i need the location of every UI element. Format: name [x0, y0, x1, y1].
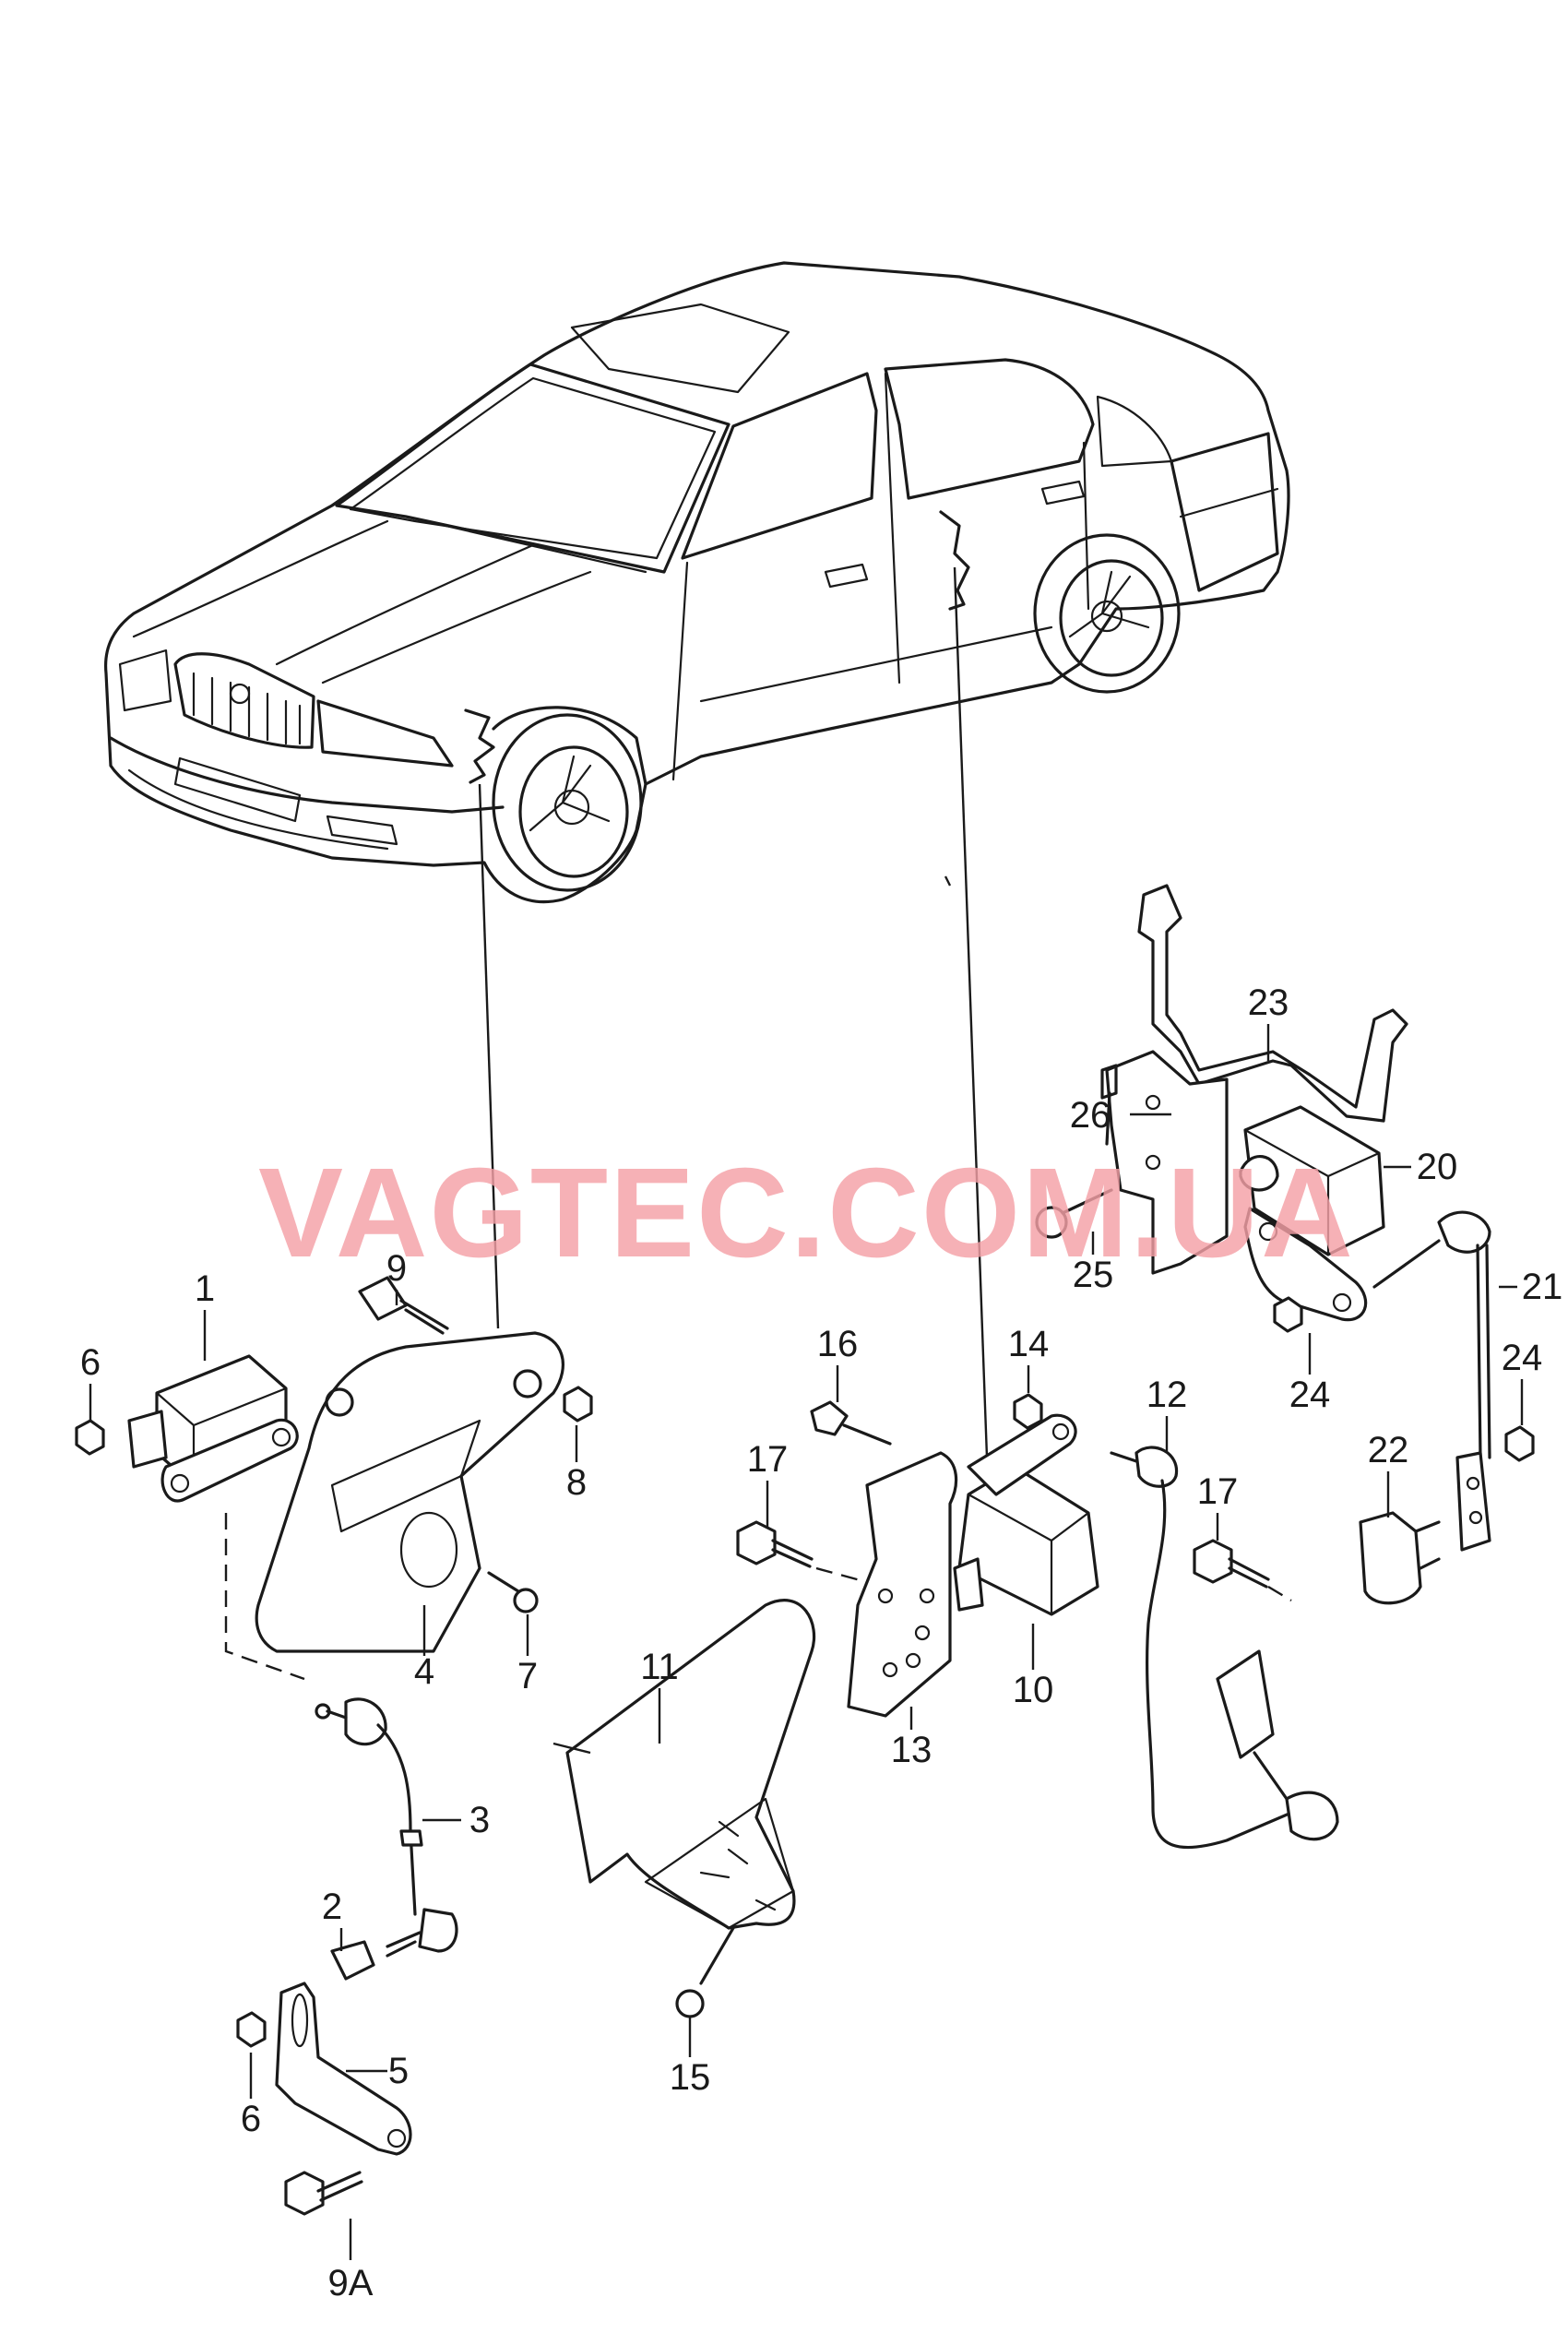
callout-21: 21 [1522, 1267, 1563, 1307]
callout-13: 13 [891, 1730, 932, 1770]
callout-labels: 1 2 3 4 5 6 6 7 8 9 9A 10 11 12 13 14 15… [80, 982, 1562, 2303]
sensor-20-body [1243, 1105, 1385, 1256]
sensor-location-leaders [478, 566, 989, 1458]
rear-sensor-group-middle [552, 875, 1099, 2018]
car-illustration [103, 261, 1290, 904]
callout-5: 5 [388, 2051, 409, 2091]
callout-20: 20 [1417, 1147, 1458, 1187]
front-sensor-group [75, 1276, 593, 2216]
callout-17-left: 17 [747, 1439, 789, 1480]
rear-sensor-group-right [1035, 884, 1535, 1605]
callout-11: 11 [640, 1647, 679, 1687]
callout-1: 1 [195, 1268, 215, 1309]
callout-3: 3 [469, 1800, 490, 1840]
callout-6-bottom: 6 [241, 2099, 261, 2139]
bracket-23-shape [1137, 884, 1408, 1123]
callout-leaders [89, 1024, 1524, 2260]
cover-11-shape [565, 1599, 816, 1930]
callout-4: 4 [414, 1651, 434, 1692]
callout-14: 14 [1008, 1324, 1050, 1364]
callout-9: 9 [386, 1248, 407, 1289]
callout-12: 12 [1146, 1375, 1188, 1415]
callout-25: 25 [1073, 1255, 1114, 1295]
callout-24-left: 24 [1289, 1375, 1331, 1415]
callout-24-right: 24 [1502, 1338, 1543, 1378]
callout-8: 8 [566, 1462, 587, 1503]
callout-15: 15 [670, 2057, 711, 2098]
callout-6-top: 6 [80, 1342, 101, 1383]
callout-10: 10 [1013, 1670, 1054, 1710]
callout-22: 22 [1368, 1430, 1409, 1470]
callout-16: 16 [817, 1324, 859, 1364]
callout-26: 26 [1070, 1095, 1111, 1136]
callout-17-right: 17 [1197, 1471, 1239, 1512]
linkage-12 [1110, 1446, 1339, 1850]
callout-9a: 9A [328, 2263, 374, 2303]
callout-7: 7 [517, 1656, 538, 1696]
callout-23: 23 [1248, 982, 1289, 1023]
watermark: VAGTEC.COM.UA [258, 1142, 1355, 1284]
callout-2: 2 [322, 1887, 342, 1927]
bracket-13-shape [847, 1451, 958, 1718]
